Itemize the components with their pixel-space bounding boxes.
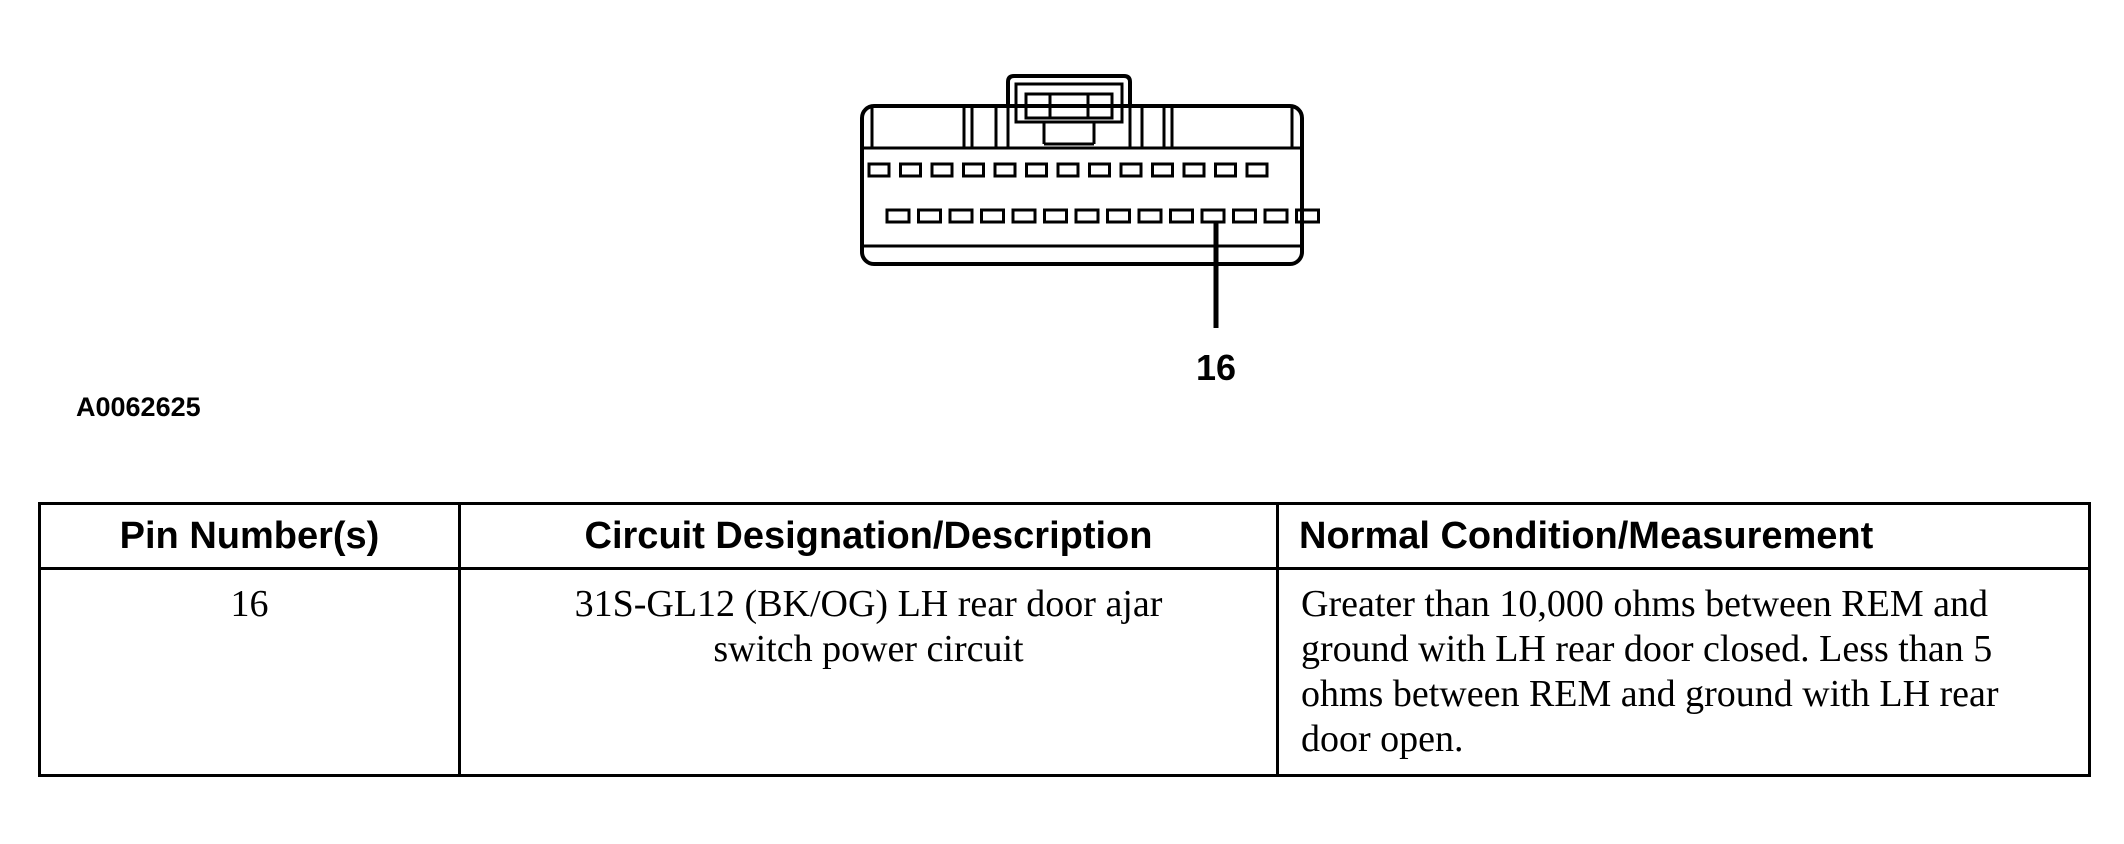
header-circuit: Circuit Designation/Description [458,502,1279,570]
connector-diagram: 16 [860,74,1320,388]
bottom-row-pin-cavity [980,208,1005,224]
figure-id: A0062625 [76,392,201,422]
cell-pin-number: 16 [38,567,461,777]
top-row-pin-cavity [867,162,891,178]
bottom-row-pin-cavity [1295,208,1320,224]
bottom-row-pin-cavity [885,208,911,224]
bottom-row-pin-cavity [1169,208,1194,224]
bottom-row-pin-cavity [1137,208,1163,224]
top-row-pin-cavity [930,162,954,178]
pin-table: Pin Number(s) Circuit Designation/Descri… [38,502,2091,777]
bottom-row-pin-cavity [1200,208,1226,224]
bottom-row-pin-cavity [917,208,942,224]
top-row-pin-cavity [1025,162,1048,178]
bottom-row-pin-cavity [948,208,974,224]
pin-row-bottom [885,208,1320,224]
top-row-pin-cavity [1119,162,1143,178]
top-row-pin-cavity [1245,162,1269,178]
callout-label: 16 [1196,347,1236,388]
cell-circuit: 31S-GL12 (BK/OG) LH rear door ajar switc… [458,567,1279,777]
pin-row-top [867,162,1269,178]
top-row-pin-cavity [1151,162,1174,178]
top-row-pin-cavity [962,162,985,178]
header-condition: Normal Condition/Measurement [1276,502,2091,570]
bottom-row-pin-cavity [1232,208,1257,224]
bottom-row-pin-cavity [1011,208,1037,224]
connector-housing-ribs [862,106,1302,248]
cell-circuit-line2: switch power circuit [713,628,1024,670]
connector-lock-tab [1006,74,1132,146]
top-row-pin-cavity [993,162,1017,178]
table-header-row: Pin Number(s) Circuit Designation/Descri… [38,502,2091,570]
connector-body [860,104,1304,266]
top-row-pin-cavity [899,162,922,178]
top-row-pin-cavity [1088,162,1111,178]
cell-condition: Greater than 10,000 ohms between REM and… [1276,567,2091,777]
top-row-pin-cavity [1214,162,1237,178]
pin-16-callout: 16 [1196,222,1236,388]
bottom-row-pin-cavity [1106,208,1131,224]
cell-circuit-line1: 31S-GL12 (BK/OG) LH rear door ajar [574,583,1163,625]
top-row-pin-cavity [1056,162,1080,178]
bottom-row-pin-cavity [1263,208,1289,224]
bottom-row-pin-cavity [1043,208,1068,224]
bottom-row-pin-cavity [1074,208,1100,224]
header-pin-number: Pin Number(s) [38,502,461,570]
table-row: 16 31S-GL12 (BK/OG) LH rear door ajar sw… [38,567,2091,777]
top-row-pin-cavity [1182,162,1206,178]
